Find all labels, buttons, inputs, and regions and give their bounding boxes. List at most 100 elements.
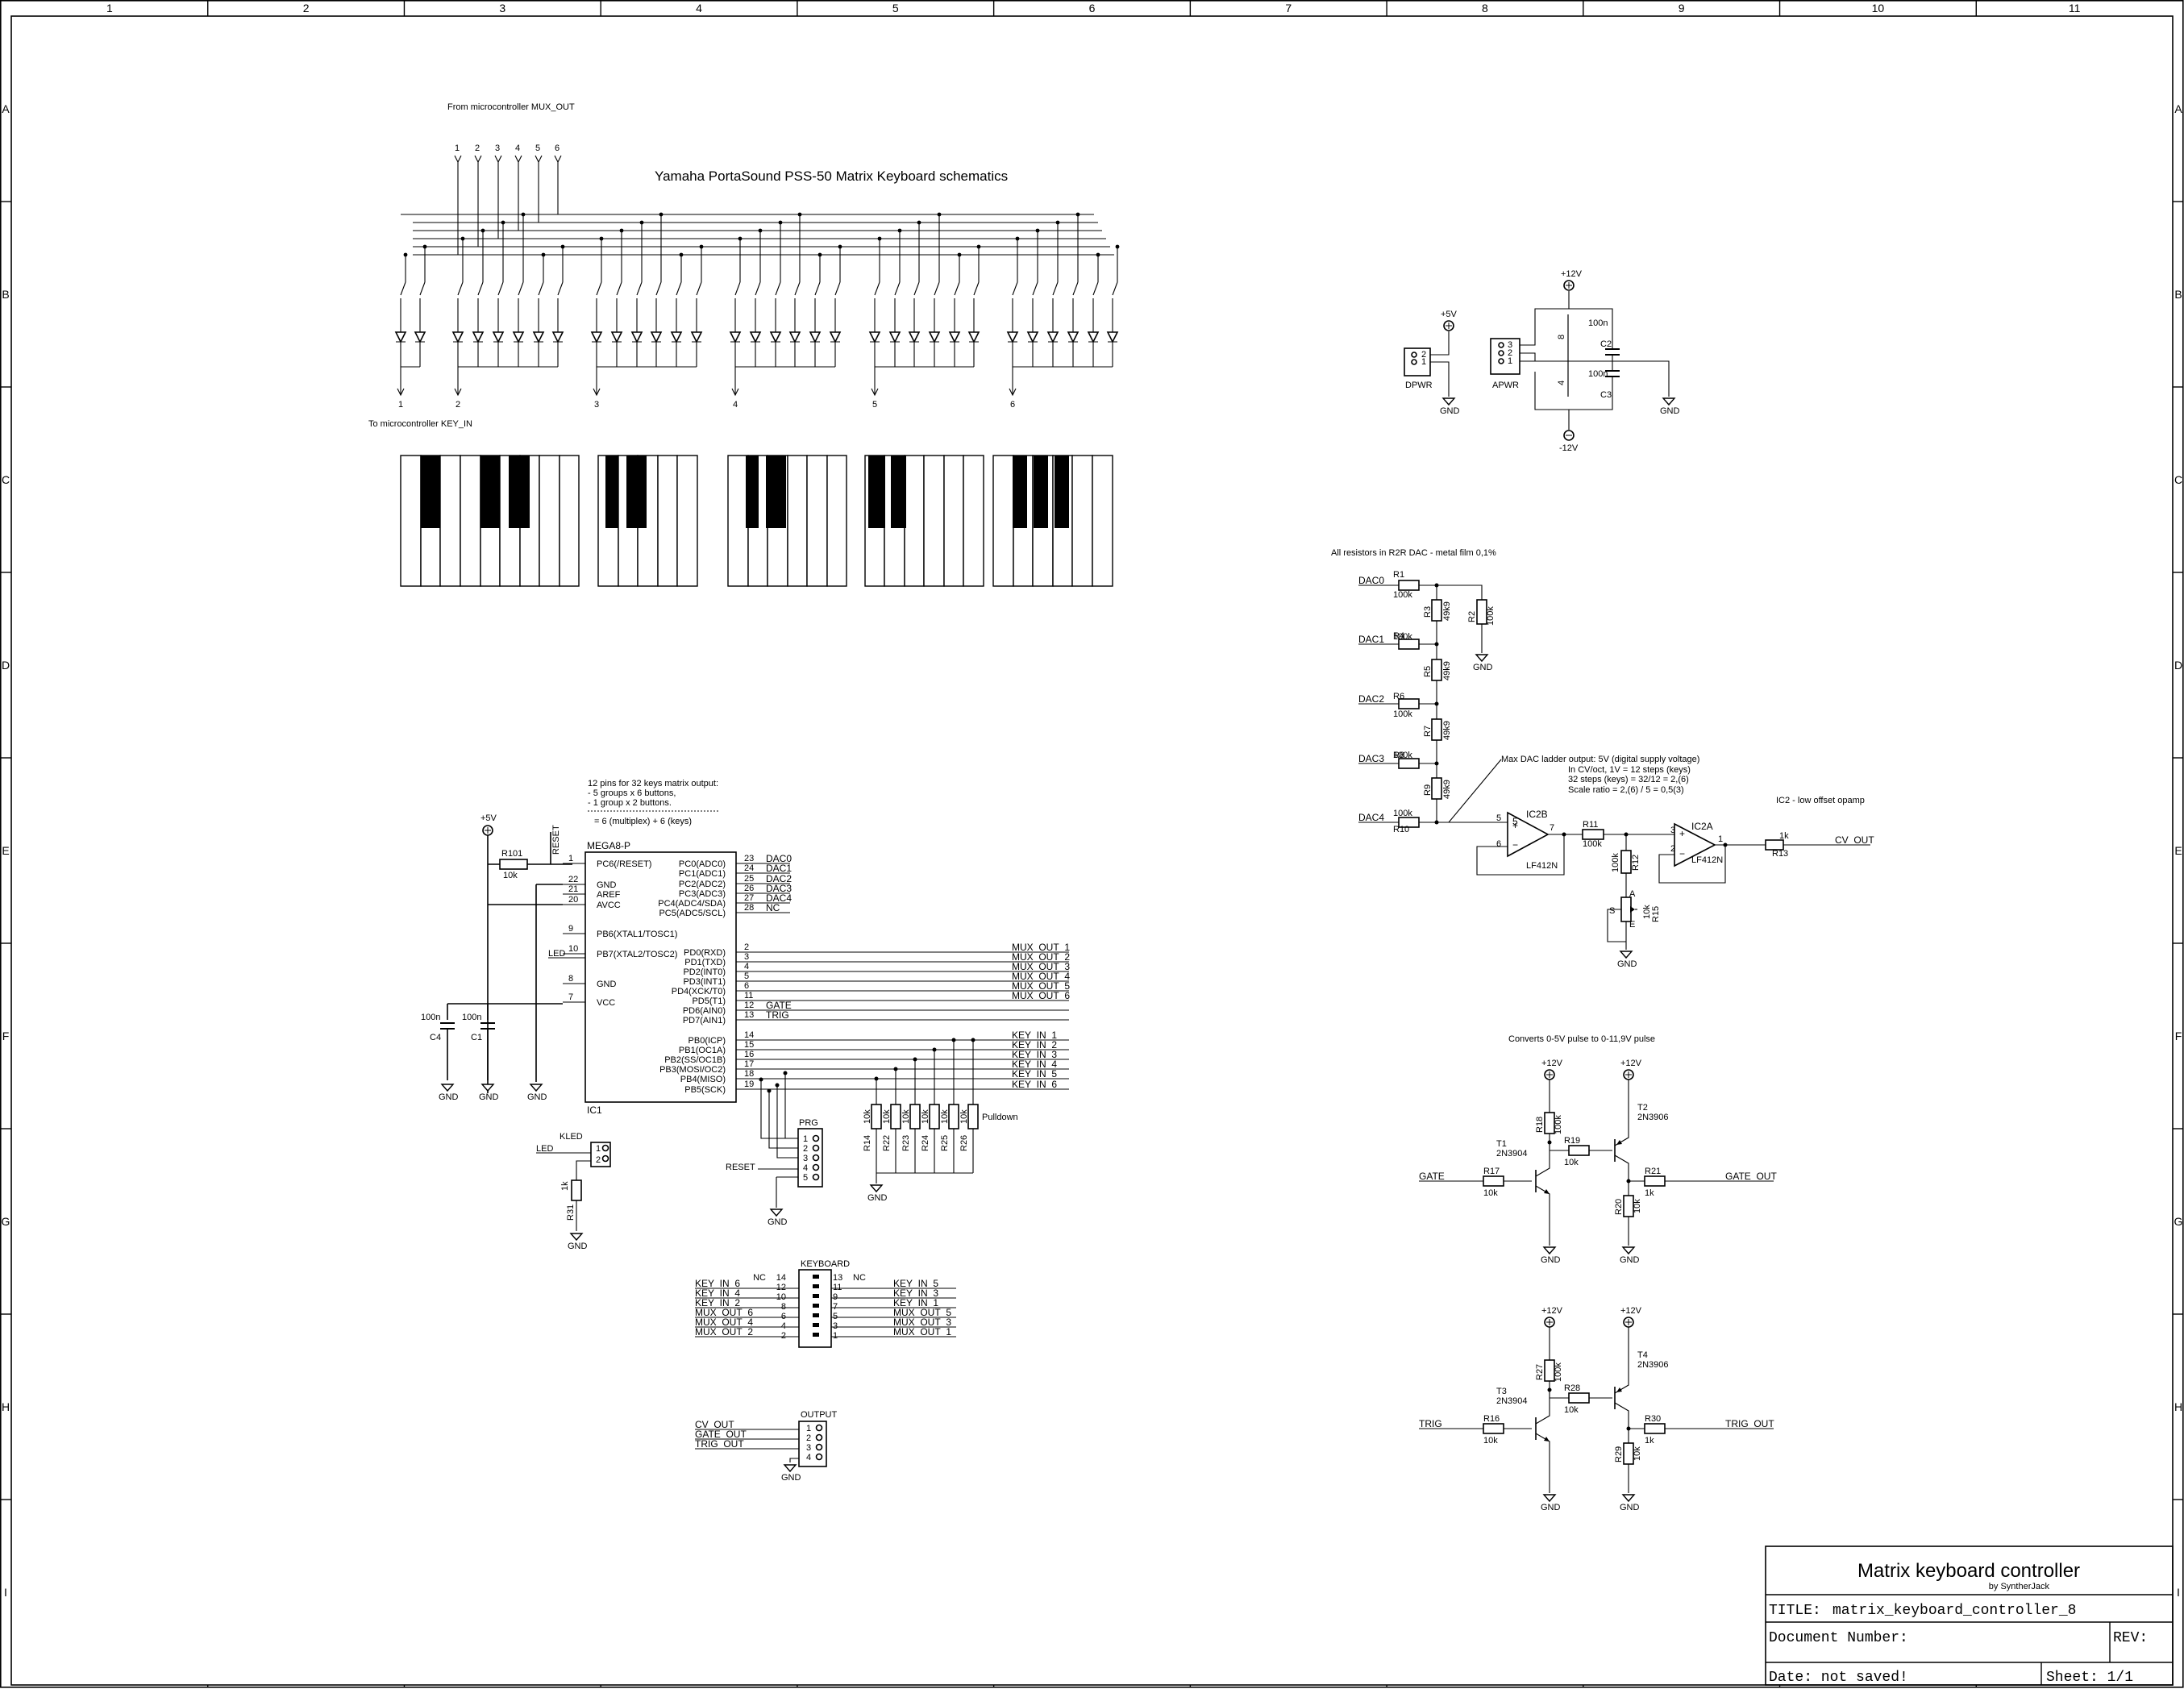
pulse-section: Converts 0-5V pulse to 0-11,9V pulse GAT… bbox=[1419, 1034, 1777, 1512]
dac-note-4: Scale ratio = 2,(6) / 5 = 0,5(3) bbox=[1568, 785, 1684, 795]
pulldown-label: Pulldown bbox=[982, 1113, 1018, 1122]
mcu-note-2: - 5 groups x 6 buttons, bbox=[588, 788, 676, 798]
r31-value: 1k bbox=[560, 1181, 570, 1191]
apwr-pin-3: 3 bbox=[1508, 340, 1512, 350]
kbd-left-pin-10: 10 bbox=[776, 1292, 786, 1302]
frame-row-left-A: A bbox=[2, 102, 10, 115]
piano-white-key bbox=[676, 455, 698, 587]
pulse-in-TRIG: TRIG bbox=[1419, 1418, 1442, 1429]
kbd-right-net-MUX_OUT_3: MUX_OUT_3 bbox=[893, 1317, 951, 1328]
ic2a-part: LF412N bbox=[1691, 855, 1723, 865]
piano-white-key bbox=[806, 455, 828, 587]
mcu-left-pin-num-8: 8 bbox=[568, 974, 573, 984]
reset-net-label: RESET bbox=[551, 825, 561, 855]
gnd-c1-label: GND bbox=[479, 1092, 499, 1102]
gnd-kled: GND bbox=[568, 1233, 588, 1251]
prg-pin-4: 4 bbox=[803, 1163, 808, 1173]
kbd-right-pin-3: 3 bbox=[833, 1321, 838, 1331]
pulldown-ref-R24: R24 bbox=[921, 1135, 930, 1151]
r31-ref: R31 bbox=[566, 1204, 576, 1221]
mcu-right-pin-num-12: 12 bbox=[744, 1001, 754, 1010]
mcu-right-pin-num-2: 2 bbox=[744, 942, 749, 952]
gnd-apwr: GND bbox=[1660, 397, 1680, 416]
pulldown-value-R23: 10k bbox=[901, 1109, 911, 1124]
mcu-net-MUX_OUT_5: MUX_OUT_5 bbox=[1012, 980, 1070, 992]
mcu-right-pin-num-3: 3 bbox=[744, 952, 749, 962]
mcu-net-MUX_OUT_4: MUX_OUT_4 bbox=[1012, 971, 1070, 982]
title-block-date: Date: not saved! bbox=[1769, 1670, 1908, 1686]
mcu-right-pin-name-3: PD1(TXD) bbox=[684, 958, 726, 967]
mcu-net-DAC2: DAC2 bbox=[766, 873, 792, 884]
mcu-right-pin-num-16: 16 bbox=[744, 1050, 754, 1059]
frame-row-right-C: C bbox=[2174, 473, 2182, 486]
piano-white-key bbox=[400, 455, 422, 587]
dac-input-DAC0: DAC0 bbox=[1358, 575, 1384, 586]
mcu-right-pin-num-27: 27 bbox=[744, 893, 754, 903]
pulse-pnp-part-T4: 2N3906 bbox=[1637, 1360, 1669, 1370]
dac-input-DAC4: DAC4 bbox=[1358, 812, 1384, 823]
supply-5v-dpwr: +5V bbox=[1441, 310, 1458, 331]
title-block-title: Matrix keyboard controller bbox=[1857, 1560, 2080, 1582]
dac-ladder-value-R5: 49k9 bbox=[1442, 661, 1452, 680]
mcu-net-DAC0: DAC0 bbox=[766, 853, 792, 864]
gnd-output-label: GND bbox=[781, 1473, 801, 1483]
apwr-connector: 3 2 1 APWR 100n C2 100n C3 8 4 bbox=[1490, 291, 1670, 430]
dac-r11-value: 100k bbox=[1583, 839, 1602, 849]
c1-ref: C1 bbox=[471, 1033, 482, 1042]
frame-row-left-B: B bbox=[2, 288, 9, 301]
gnd-pnp-T4: GND bbox=[1620, 1494, 1640, 1512]
gnd-mcu: GND bbox=[527, 1084, 547, 1102]
pulse-out-GATE_OUT: GATE_OUT bbox=[1725, 1171, 1777, 1182]
pulse-in-GATE: GATE bbox=[1419, 1171, 1445, 1182]
kbd-left-pin-12: 12 bbox=[776, 1283, 786, 1292]
mcu-left-pin-name-8: GND bbox=[597, 980, 617, 989]
piano-black-key bbox=[1034, 456, 1048, 528]
dac-section: All resistors in R2R DAC - metal film 0,… bbox=[1331, 548, 1874, 969]
piano-black-key bbox=[509, 456, 530, 528]
ic2b-pin-7: 7 bbox=[1550, 823, 1554, 833]
supply-npn-T1-label: +12V bbox=[1541, 1059, 1563, 1068]
apwr-ic-pin8: 8 bbox=[1557, 335, 1566, 339]
kbd-left-net-KEY_IN_2: KEY_IN_2 bbox=[695, 1297, 740, 1308]
dac-ladder-R5 bbox=[1431, 659, 1442, 681]
mcu-net-GATE: GATE bbox=[766, 1000, 792, 1011]
dac-ladder-ref-R7: R7 bbox=[1423, 726, 1433, 737]
pulldown-resistor-R22 bbox=[890, 1104, 901, 1129]
output-pin-2: 2 bbox=[806, 1433, 811, 1443]
dac-r13-ref: R13 bbox=[1772, 849, 1788, 859]
mcu-note-3: - 1 group x 2 buttons. bbox=[588, 798, 672, 808]
pulse-npn-ref-T3: T3 bbox=[1496, 1387, 1507, 1396]
mcu-right-pin-name-28: PC5(ADC5/SCL) bbox=[659, 909, 726, 918]
piano-octave bbox=[864, 455, 984, 587]
kbd-left-net-KEY_IN_4: KEY_IN_4 bbox=[695, 1288, 740, 1299]
dac-ladder-value-R7: 49k9 bbox=[1442, 721, 1452, 740]
mcu-right-pin-num-14: 14 bbox=[744, 1030, 754, 1040]
pulse-rpd-value-R29: 10k bbox=[1633, 1446, 1642, 1461]
mcu-right-pin-name-6: PD4(XCK/T0) bbox=[672, 987, 726, 996]
frame-row-left-I: I bbox=[4, 1586, 7, 1599]
pulse-rpu-value-R27: 100k bbox=[1554, 1362, 1563, 1382]
pulse-rpu-ref-R18: R18 bbox=[1535, 1117, 1545, 1133]
piano-black-key bbox=[605, 456, 618, 528]
dac-r12 bbox=[1620, 850, 1632, 874]
pulse-header: Converts 0-5V pulse to 0-11,9V pulse bbox=[1508, 1034, 1655, 1044]
piano-octave bbox=[400, 455, 580, 587]
kbd-left-pin-14: 14 bbox=[776, 1273, 786, 1283]
pulse-pnp-ref-T4: T4 bbox=[1637, 1350, 1648, 1360]
vcc-label: +5V bbox=[480, 813, 497, 823]
piano-octave bbox=[597, 455, 698, 587]
kbd-right-net-nc: NC bbox=[853, 1273, 866, 1283]
gnd-dpwr-label: GND bbox=[1440, 406, 1460, 416]
matrix-keyboard-section: From microcontroller MUX_OUT Yamaha Port… bbox=[368, 102, 1120, 587]
mcu-net-NC: NC bbox=[766, 902, 780, 913]
piano-black-key bbox=[1055, 456, 1069, 528]
mcu-right-pin-name-24: PC1(ADC1) bbox=[679, 869, 726, 879]
keyboard-name: KEYBOARD bbox=[801, 1259, 850, 1269]
mcu-right-pin-num-13: 13 bbox=[744, 1010, 754, 1020]
gnd-c1: GND bbox=[479, 1084, 499, 1102]
mcu-right-pin-name-2: PD0(RXD) bbox=[684, 948, 726, 958]
svg-text:+: + bbox=[1679, 828, 1685, 839]
